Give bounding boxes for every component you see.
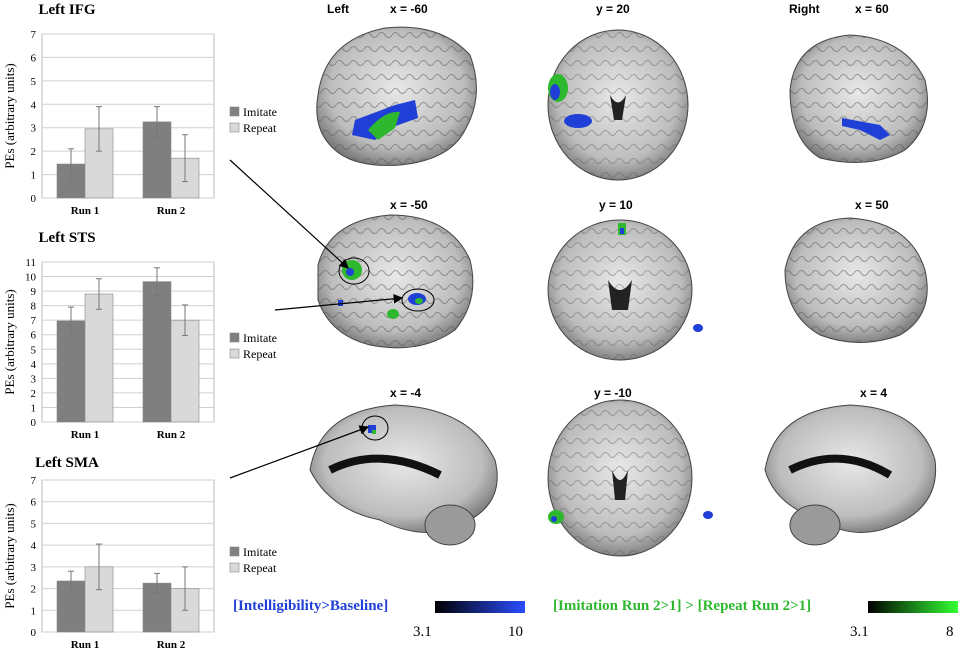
y-tick-label: 3	[31, 562, 37, 574]
legend-swatch-repeat	[229, 122, 240, 133]
scale-min-intelligibility: 3.1	[413, 624, 432, 640]
x-category-label: Run 2	[157, 205, 186, 217]
slice-label-r2c1: x = -50	[390, 198, 428, 212]
y-tick-label: 5	[31, 76, 37, 88]
slice-label-r1c3: x = 60	[855, 2, 889, 16]
bar-imitate-run2	[142, 582, 172, 633]
color-scale-imitation	[868, 601, 958, 613]
scale-title-intelligibility: [Intelligibility>Baseline]	[233, 598, 389, 614]
brain-coronal-y-minus10	[547, 399, 713, 557]
scale-min-imitation: 3.1	[850, 624, 869, 640]
legend-label-repeat: Repeat	[243, 121, 277, 135]
y-tick-label: 4	[31, 99, 37, 111]
scale-title-imitation: [Imitation Run 2>1] > [Repeat Run 2>1]	[553, 598, 812, 614]
legend-swatch-imitate	[229, 332, 240, 343]
y-tick-label: 7	[31, 315, 37, 327]
slice-label-r1c1: x = -60	[390, 2, 428, 16]
y-tick-label: 2	[31, 146, 37, 158]
x-category-label: Run 2	[157, 639, 186, 651]
y-tick-label: 0	[31, 193, 37, 205]
chart-title-ifg: Left IFG	[38, 2, 96, 18]
arrow-sma	[229, 425, 370, 479]
y-tick-label: 2	[31, 388, 37, 400]
bar-repeat-run1	[84, 293, 114, 423]
y-tick-label: 3	[31, 373, 37, 385]
y-axis-label: PEs (arbitrary units)	[2, 63, 17, 168]
x-category-label: Run 1	[71, 205, 99, 217]
legend-swatch-repeat	[229, 348, 240, 359]
x-category-label: Run 1	[71, 639, 99, 651]
slice-label-r3c2: y = -10	[594, 386, 632, 400]
brain-sagittal-x60	[789, 34, 928, 163]
y-tick-label: 0	[31, 417, 37, 429]
brain-sagittal-x-minus50	[317, 214, 474, 349]
hemisphere-right-label: Right	[789, 2, 820, 16]
y-tick-label: 1	[31, 170, 37, 182]
x-category-label: Run 2	[157, 429, 186, 441]
y-tick-label: 10	[25, 272, 37, 284]
y-tick-label: 6	[31, 497, 37, 509]
y-tick-label: 6	[31, 330, 37, 342]
bar-imitate-run2	[142, 281, 172, 423]
brain-sagittal-x-minus60	[316, 26, 477, 166]
color-scale-intelligibility	[435, 601, 525, 613]
y-axis-label: PEs (arbitrary units)	[2, 503, 17, 608]
y-tick-label: 5	[31, 518, 37, 530]
y-tick-label: 3	[31, 123, 37, 135]
brain-sagittal-x50	[784, 217, 928, 343]
slice-label-r2c2: y = 10	[599, 198, 633, 212]
legend-swatch-imitate	[229, 106, 240, 117]
slice-label-r3c1: x = -4	[390, 386, 422, 400]
slice-label-r1c2: y = 20	[596, 2, 630, 16]
y-tick-label: 7	[31, 475, 37, 487]
legend-label-imitate: Imitate	[243, 545, 277, 559]
y-tick-label: 0	[31, 627, 37, 639]
y-tick-label: 11	[25, 257, 36, 269]
y-tick-label: 5	[31, 344, 37, 356]
arrow-sts	[274, 294, 404, 311]
y-tick-label: 4	[31, 359, 37, 371]
brain-sagittal-x-minus4	[309, 404, 498, 546]
y-tick-label: 9	[31, 286, 37, 298]
y-tick-label: 8	[31, 301, 37, 313]
y-tick-label: 7	[31, 29, 37, 41]
slice-label-r3c3: x = 4	[860, 386, 888, 400]
brain-coronal-y20	[547, 29, 689, 181]
y-tick-label: 1	[31, 402, 37, 414]
y-tick-label: 2	[31, 584, 37, 596]
slice-label-r2c3: x = 50	[855, 198, 889, 212]
chart-title-sts: Left STS	[38, 230, 96, 246]
legend-label-repeat: Repeat	[243, 347, 277, 361]
legend-swatch-imitate	[229, 546, 240, 557]
brain-coronal-y10	[547, 219, 703, 361]
scale-max-imitation: 8	[946, 624, 954, 640]
y-axis-label: PEs (arbitrary units)	[2, 289, 17, 394]
bar-imitate-run1	[56, 320, 86, 423]
brain-sagittal-x4	[764, 404, 937, 546]
scale-max-intelligibility: 10	[508, 624, 523, 640]
chart-title-sma: Left SMA	[35, 455, 99, 471]
legend-label-repeat: Repeat	[243, 561, 277, 575]
legend-label-imitate: Imitate	[243, 331, 277, 345]
bar-repeat-run2	[170, 319, 200, 423]
arrow-ifg	[229, 159, 349, 269]
x-category-label: Run 1	[71, 429, 99, 441]
y-tick-label: 6	[31, 52, 37, 64]
legend-swatch-repeat	[229, 562, 240, 573]
y-tick-label: 4	[31, 540, 37, 552]
y-tick-label: 1	[31, 605, 37, 617]
hemisphere-left-label: Left	[327, 2, 349, 16]
legend-label-imitate: Imitate	[243, 105, 277, 119]
